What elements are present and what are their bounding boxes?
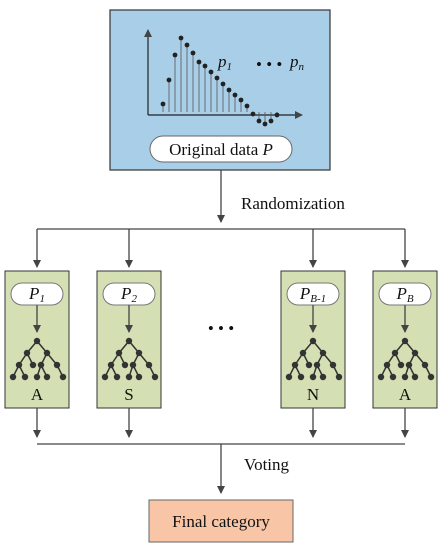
stem-dot — [238, 97, 244, 103]
subset-label: P2 — [120, 284, 137, 305]
subset-label: P1 — [28, 284, 45, 305]
final-category-label: Final category — [172, 512, 270, 531]
tree-panel-4: PB A — [372, 270, 438, 409]
stem-dot — [268, 118, 274, 124]
randomization-label: Randomization — [241, 194, 345, 213]
randomization-connector — [33, 170, 409, 268]
stem-dot — [250, 111, 256, 117]
p-ellipsis: • • • — [256, 55, 282, 74]
stem-dot — [256, 118, 262, 124]
tree-panel-2: P2S — [96, 270, 162, 409]
stem-dot — [160, 101, 166, 107]
stem-dot — [166, 77, 172, 83]
tree-result: S — [124, 385, 133, 404]
tree-result: A — [399, 385, 412, 404]
original-data-pill — [149, 135, 293, 163]
stem-dot — [214, 75, 220, 81]
p1-label: p1 — [217, 52, 232, 73]
stem-dot — [262, 121, 268, 127]
stem-dot — [172, 52, 178, 58]
tree-result: N — [307, 385, 319, 404]
tree-ellipsis: • • • — [208, 319, 234, 338]
pn-label: pn — [289, 52, 305, 73]
stem-dot — [244, 103, 250, 109]
stem-dot — [274, 112, 280, 118]
tree-result: A — [31, 385, 44, 404]
voting-label: Voting — [244, 455, 290, 474]
stem-dot — [196, 59, 202, 65]
final-category-box — [148, 499, 294, 543]
stem-dot — [184, 42, 190, 48]
voting-connector — [33, 408, 409, 494]
stem-dot — [220, 81, 226, 87]
subset-label: PB — [395, 284, 413, 305]
stem-dot — [190, 50, 196, 56]
stem-dot — [208, 69, 214, 75]
stem-dot — [226, 87, 232, 93]
stem-dot — [232, 92, 238, 98]
tree-panel-3: PB-1N — [280, 270, 346, 409]
distribution-plot — [144, 29, 303, 127]
original-data-label: Original data P — [169, 140, 273, 159]
subset-label: PB-1 — [299, 284, 326, 305]
stem-dot — [178, 35, 184, 41]
stem-dot — [202, 63, 208, 69]
tree-panel-1: P1A — [4, 270, 70, 409]
